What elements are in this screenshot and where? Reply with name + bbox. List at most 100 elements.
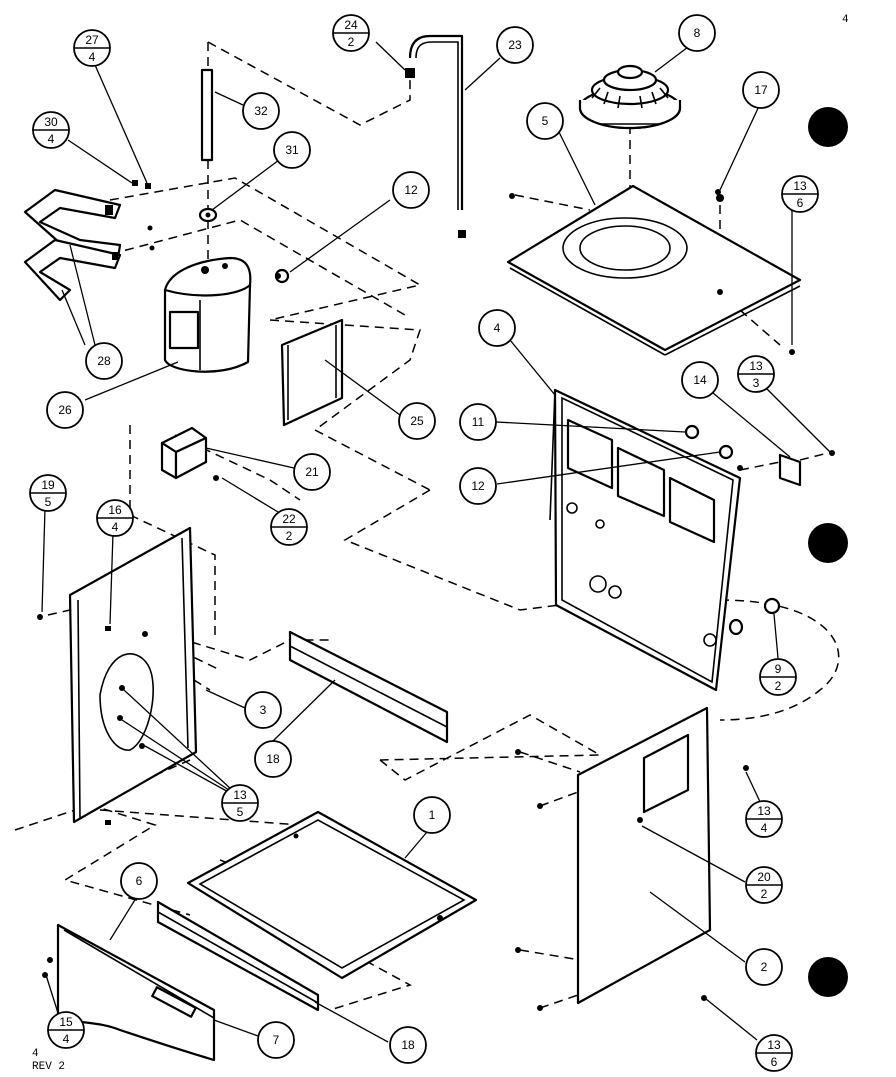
- callout-18-lower: 18: [389, 1026, 427, 1064]
- corner-mark: 4: [842, 14, 849, 26]
- svg-text:4: 4: [48, 132, 55, 146]
- svg-text:24: 24: [344, 18, 358, 32]
- access-panel: [576, 706, 712, 1005]
- callout-5: 5: [526, 102, 564, 140]
- svg-text:32: 32: [254, 104, 268, 118]
- callout-30-4: 304: [32, 111, 70, 149]
- revision-label: REV 2: [32, 1061, 65, 1073]
- svg-text:4: 4: [112, 520, 119, 534]
- svg-text:4: 4: [761, 821, 768, 835]
- nut: [198, 207, 218, 223]
- svg-text:28: 28: [97, 354, 111, 368]
- callout-8: 8: [678, 14, 716, 52]
- svg-text:20: 20: [757, 870, 771, 884]
- callout-31: 31: [273, 131, 311, 169]
- callout-25: 25: [398, 402, 436, 440]
- registration-mark-middle: [808, 523, 848, 563]
- svg-text:6: 6: [771, 1055, 778, 1069]
- grommet-12: [718, 444, 734, 460]
- svg-text:3: 3: [753, 376, 760, 390]
- grommet-11: [684, 424, 700, 440]
- callout-7: 7: [257, 1021, 295, 1059]
- svg-text:27: 27: [85, 33, 99, 47]
- svg-text:11: 11: [472, 415, 485, 429]
- callout-26: 26: [46, 391, 84, 429]
- svg-text:21: 21: [305, 465, 319, 479]
- callout-27-4: 274: [73, 29, 111, 67]
- svg-text:2: 2: [348, 35, 355, 49]
- callout-22-2: 222: [270, 508, 308, 546]
- callout-3: 3: [244, 691, 282, 729]
- svg-text:23: 23: [508, 38, 522, 52]
- gas-pipe: [405, 34, 466, 238]
- svg-text:25: 25: [410, 414, 424, 428]
- svg-text:6: 6: [797, 196, 804, 210]
- callout-13-4: 134: [745, 800, 783, 838]
- callout-13-3: 133: [737, 355, 775, 393]
- leader-lines: [41, 41, 831, 1043]
- callout-13-6-top: 136: [781, 175, 819, 213]
- svg-text:13: 13: [233, 788, 247, 802]
- callout-17: 17: [742, 71, 780, 109]
- callout-14: 14: [681, 361, 719, 399]
- svg-text:19: 19: [41, 478, 55, 492]
- svg-text:5: 5: [542, 114, 549, 128]
- bracket-block: [160, 426, 208, 480]
- callout-4: 4: [478, 309, 516, 347]
- svg-text:5: 5: [237, 805, 244, 819]
- svg-text:2: 2: [775, 679, 782, 693]
- registration-mark-top: [808, 107, 848, 147]
- callout-23: 23: [496, 26, 534, 64]
- svg-text:13: 13: [793, 179, 807, 193]
- svg-text:8: 8: [694, 26, 701, 40]
- top-plate: [506, 184, 802, 356]
- callout-20-2: 202: [745, 866, 783, 904]
- svg-text:13: 13: [757, 804, 771, 818]
- callout-13-6-bottom: 136: [755, 1034, 793, 1072]
- rod: [200, 68, 214, 162]
- callout-28: 28: [85, 342, 123, 380]
- callout-12-middle: 12: [459, 467, 497, 505]
- svg-text:12: 12: [471, 479, 485, 493]
- rail-upper: [288, 630, 449, 744]
- callout-24-2: 242: [332, 14, 370, 52]
- front-panel: [42, 923, 216, 1062]
- callout-18-upper: 18: [254, 740, 292, 778]
- svg-text:17: 17: [754, 83, 768, 97]
- callout-6: 6: [120, 862, 158, 900]
- callout-12-top: 12: [392, 171, 430, 209]
- svg-text:14: 14: [693, 373, 707, 387]
- svg-text:6: 6: [136, 874, 143, 888]
- svg-text:22: 22: [282, 512, 296, 526]
- svg-text:26: 26: [58, 403, 72, 417]
- svg-text:4: 4: [494, 321, 501, 335]
- svg-text:1: 1: [429, 808, 436, 822]
- registration-mark-bottom: [808, 957, 848, 997]
- base-pan: [186, 810, 478, 980]
- svg-text:13: 13: [767, 1038, 781, 1052]
- svg-text:12: 12: [404, 183, 418, 197]
- callout-16-4: 164: [96, 499, 134, 537]
- burner-head: [578, 64, 682, 130]
- callout-13-5: 135: [221, 784, 259, 822]
- svg-text:4: 4: [89, 50, 96, 64]
- svg-text:18: 18: [266, 752, 280, 766]
- mounting-brackets: [23, 180, 151, 302]
- mounting-plate: [280, 318, 344, 427]
- callout-1: 1: [413, 796, 451, 834]
- page-number: 4: [32, 1048, 39, 1060]
- svg-text:15: 15: [59, 1015, 73, 1029]
- svg-text:2: 2: [761, 887, 768, 901]
- transformer: [163, 256, 252, 373]
- callout-15-4: 154: [47, 1011, 85, 1049]
- svg-text:2: 2: [761, 960, 768, 974]
- callout-19-5: 195: [29, 474, 67, 512]
- clip-14: [778, 453, 802, 487]
- side-panel: [68, 526, 198, 825]
- grommet-9: [763, 597, 781, 615]
- svg-text:30: 30: [44, 115, 58, 129]
- rail-lower: [156, 900, 320, 1012]
- svg-text:2: 2: [286, 529, 293, 543]
- svg-text:9: 9: [775, 662, 782, 676]
